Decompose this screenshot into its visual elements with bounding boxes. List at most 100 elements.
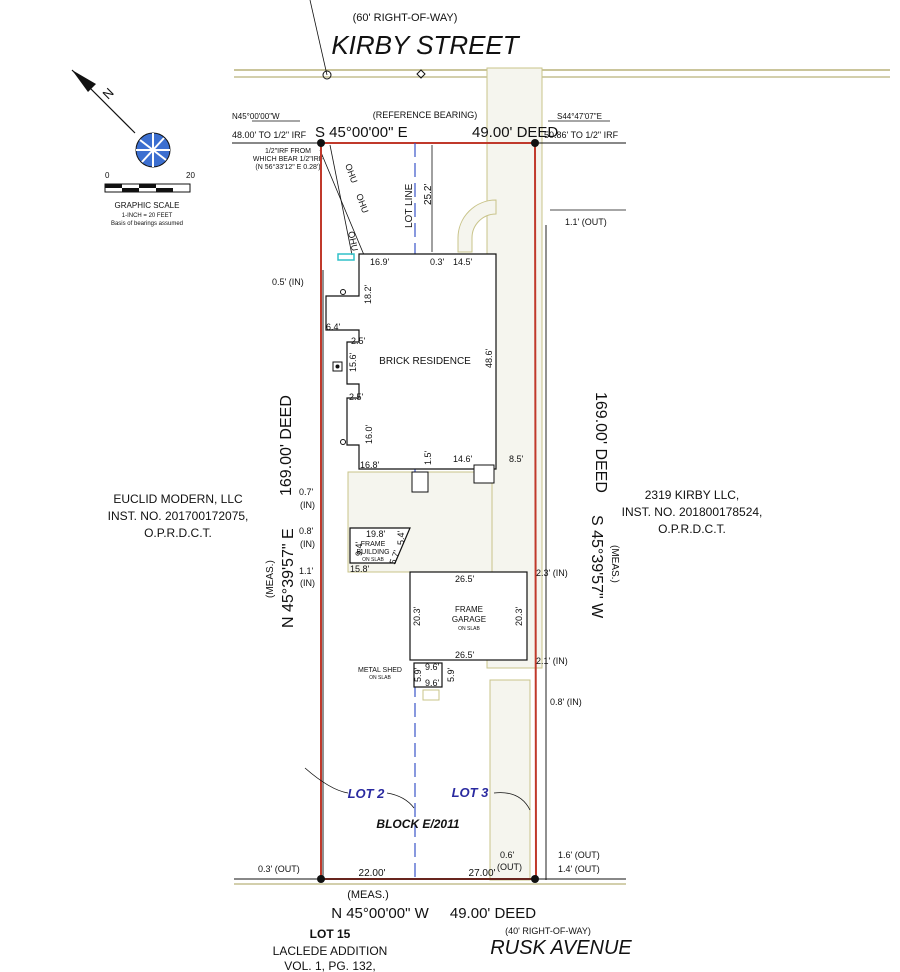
residence-label: BRICK RESIDENCE [379, 356, 471, 367]
shed-step [422, 689, 440, 701]
irf-note-line3: (N 56°33'12" E 0.28') [255, 163, 320, 171]
left-reference-bearing: N45°00'00"W [232, 112, 280, 121]
lot-3-leader [493, 792, 531, 811]
shed-label: METAL SHED [358, 667, 402, 674]
irf-note-line1: 1/2"IRF FROM [265, 148, 311, 155]
frame-garage [409, 571, 528, 661]
west-owner-3: O.P.R.D.C.T. [144, 526, 212, 540]
irf-note-line2: WHICH BEAR 1/2"IRF [253, 156, 323, 163]
west-boundary-deed: 169.00' DEED [278, 395, 295, 496]
dim-a: 16.9' [370, 257, 390, 267]
south-boundary-deed: 49.00' DEED [450, 905, 536, 922]
rusk-row-label: (40' RIGHT-OF-WAY) [505, 926, 591, 936]
graphic-scale: 0 20 GRAPHIC SCALE 1-INCH = 20 FEET Basi… [104, 171, 195, 227]
right-reference-bearing: S44°47'07"E [557, 112, 602, 121]
ohu-label-2: OHU [354, 192, 370, 214]
fb-diag: 5.7' [387, 549, 401, 566]
offset-4b: (IN) [300, 539, 315, 549]
dim-m: 14.6' [453, 454, 473, 464]
fixture-icon [340, 289, 346, 295]
shed-b: 9.6' [425, 678, 440, 688]
reference-bearing-label: (REFERENCE BEARING) [373, 110, 478, 120]
garage-bottom: 26.5' [455, 650, 475, 660]
garage-label-1: FRAME [455, 605, 483, 614]
north-arrow-icon: N [71, 69, 171, 168]
kirby-row-label: (60' RIGHT-OF-WAY) [353, 12, 458, 24]
lot-15-volume: VOL. 1, PG. 132, [284, 959, 375, 972]
dim-l: 1.5' [423, 450, 433, 465]
offset-4: 0.8' [299, 526, 314, 536]
front-setback-dim: 25.2' [423, 184, 434, 205]
overhead-utility-line-2 [329, 144, 353, 256]
brick-residence [325, 253, 497, 470]
fb-width: 19.8' [366, 529, 386, 539]
fb-height-2: 5.4' [396, 530, 406, 545]
dim-b: 0.3' [430, 257, 445, 267]
scale-zero: 0 [105, 171, 110, 180]
shed-slab: ON SLAB [369, 675, 391, 681]
dim-j: 48.6' [484, 348, 494, 368]
dim-i: 16.0' [364, 424, 374, 444]
garage-slab: ON SLAB [458, 626, 480, 632]
lot-line-label: LOT LINE [404, 183, 415, 228]
lot-15-label: LOT 15 [310, 927, 351, 941]
scale-basis: Basis of bearings assumed [111, 221, 183, 227]
corner-monument-nw [317, 139, 325, 147]
monument-icon [416, 69, 426, 79]
ohu-label-1: OHU [343, 162, 359, 184]
offset-12b: (OUT) [497, 862, 522, 872]
right-tie-distance: 50.86' TO 1/2" IRF [544, 130, 619, 140]
frame-building-label-2: BUILDING [356, 549, 389, 556]
steps-west [411, 471, 429, 493]
ac-unit-icon [332, 361, 343, 372]
south-boundary-bearing: N 45°00'00" W [331, 905, 429, 922]
lot-2-leader [304, 767, 349, 794]
east-boundary-deed: 169.00' DEED [592, 392, 609, 493]
dim-n: 8.5' [509, 454, 524, 464]
garage-left: 20.3' [412, 606, 422, 626]
offset-10: 1.4' (OUT) [558, 864, 600, 874]
east-boundary-bearing: S 45°39'57" W [588, 515, 605, 619]
lot-3-label: LOT 3 [452, 785, 490, 800]
east-owner-3: O.P.R.D.C.T. [658, 522, 726, 536]
walkway-south [489, 679, 531, 881]
scale-ratio: 1-INCH = 20 FEET [122, 213, 173, 219]
frame-building [349, 527, 411, 564]
offset-3b: (IN) [300, 500, 315, 510]
block-label: BLOCK E/2011 [376, 817, 459, 831]
offset-2: 0.5' (IN) [272, 277, 304, 287]
offset-5b: (IN) [300, 578, 315, 588]
shed-a: 9.6' [425, 662, 440, 672]
west-owner-2: INST. NO. 201700172075, [108, 509, 249, 523]
fb-height-1: 9.4' [354, 541, 364, 556]
offset-3: 0.7' [299, 487, 314, 497]
lot-15-addition: LACLEDE ADDITION [273, 944, 388, 958]
east-boundary-meas: (MEAS.) [609, 545, 620, 583]
garage-right: 20.3' [514, 606, 524, 626]
overhead-wire [309, 0, 328, 76]
offset-11: 0.3' (OUT) [258, 864, 300, 874]
bottom-segment-2: 27.00' [469, 868, 496, 879]
east-owner-1: 2319 KIRBY LLC, [645, 488, 740, 502]
dim-g: 15.6' [348, 352, 358, 372]
west-boundary-meas: (MEAS.) [265, 560, 276, 598]
offset-7: 2.1' (IN) [536, 656, 568, 666]
bottom-segment-1: 22.00' [359, 868, 386, 879]
scale-twenty: 20 [186, 171, 195, 180]
north-boundary-deed: 49.00' DEED [472, 124, 558, 141]
ohu-label-3: OHU [346, 230, 360, 252]
ac-unit-dot [335, 364, 340, 369]
dim-f: 2.5' [351, 336, 366, 346]
west-owner-1: EUCLID MODERN, LLC [113, 492, 243, 506]
rusk-avenue-name: RUSK AVENUE [490, 937, 632, 959]
dim-h: 2.5' [349, 392, 364, 402]
frame-building-slab: ON SLAB [362, 557, 384, 563]
left-tie-distance: 48.00' TO 1/2" IRF [232, 130, 307, 140]
shed-l: 5.9' [413, 667, 423, 682]
curved-walk [457, 199, 497, 253]
east-owner-2: INST. NO. 201800178524, [622, 505, 763, 519]
fb-bottom: 15.8' [350, 564, 370, 574]
offset-6: 2.3' (IN) [536, 568, 568, 578]
lot-2-leader-2 [386, 792, 415, 809]
